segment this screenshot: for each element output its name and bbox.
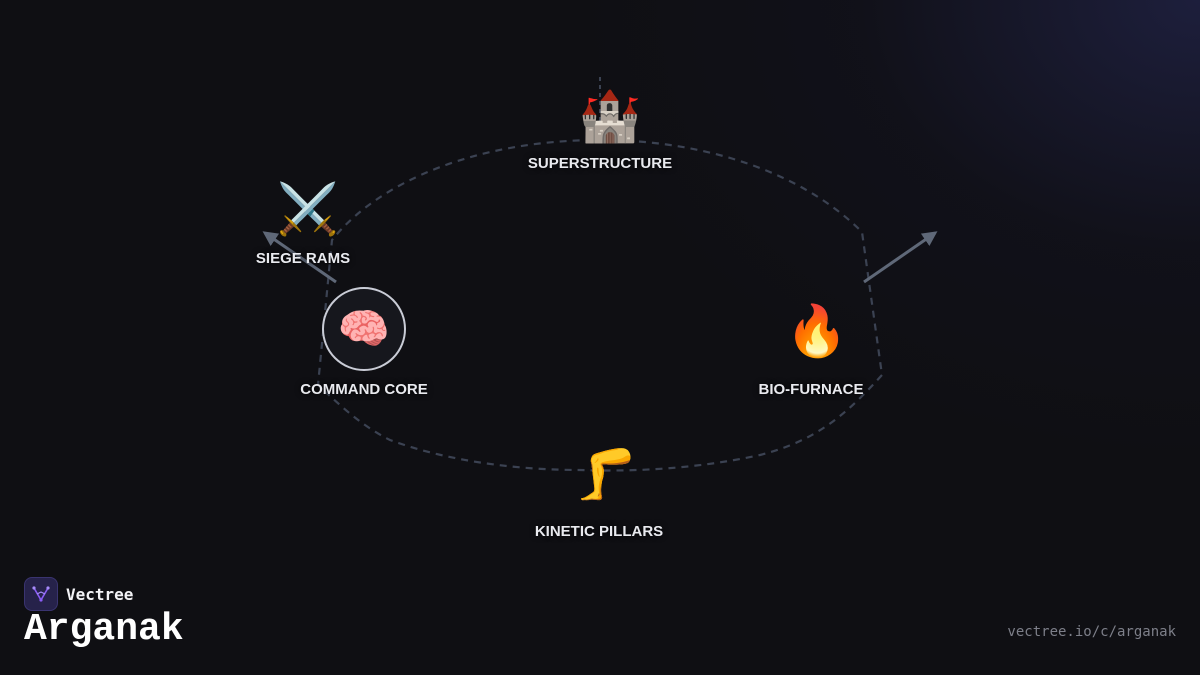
- node-label-bio-furnace: BIO-FURNACE: [758, 381, 864, 398]
- ram-arrow-left: [262, 231, 337, 284]
- node-label-kinetic-pillars: KINETIC PILLARS: [534, 523, 664, 540]
- brain-icon: 🧠: [337, 305, 391, 352]
- page-url[interactable]: vectree.io/c/arganak: [1007, 624, 1176, 640]
- castle-icon: 🏰: [578, 88, 642, 144]
- hull-outline: [316, 138, 884, 472]
- command-core-node: 🧠: [322, 287, 406, 371]
- leg-icon: 🦵: [574, 446, 638, 502]
- node-label-siege-rams: SIEGE RAMS: [255, 250, 351, 267]
- brand[interactable]: Vectree: [24, 577, 133, 611]
- ram-arrow-right: [863, 231, 938, 284]
- brand-name: Vectree: [66, 584, 134, 604]
- page-title: Arganak: [24, 608, 184, 651]
- node-label-superstructure: SUPERSTRUCTURE: [527, 155, 673, 172]
- fire-icon: 🔥: [785, 303, 849, 359]
- node-label-command-core: COMMAND CORE: [300, 381, 428, 398]
- vectree-logo-icon: [24, 577, 58, 611]
- crossed-swords-icon: ⚔️: [276, 181, 340, 237]
